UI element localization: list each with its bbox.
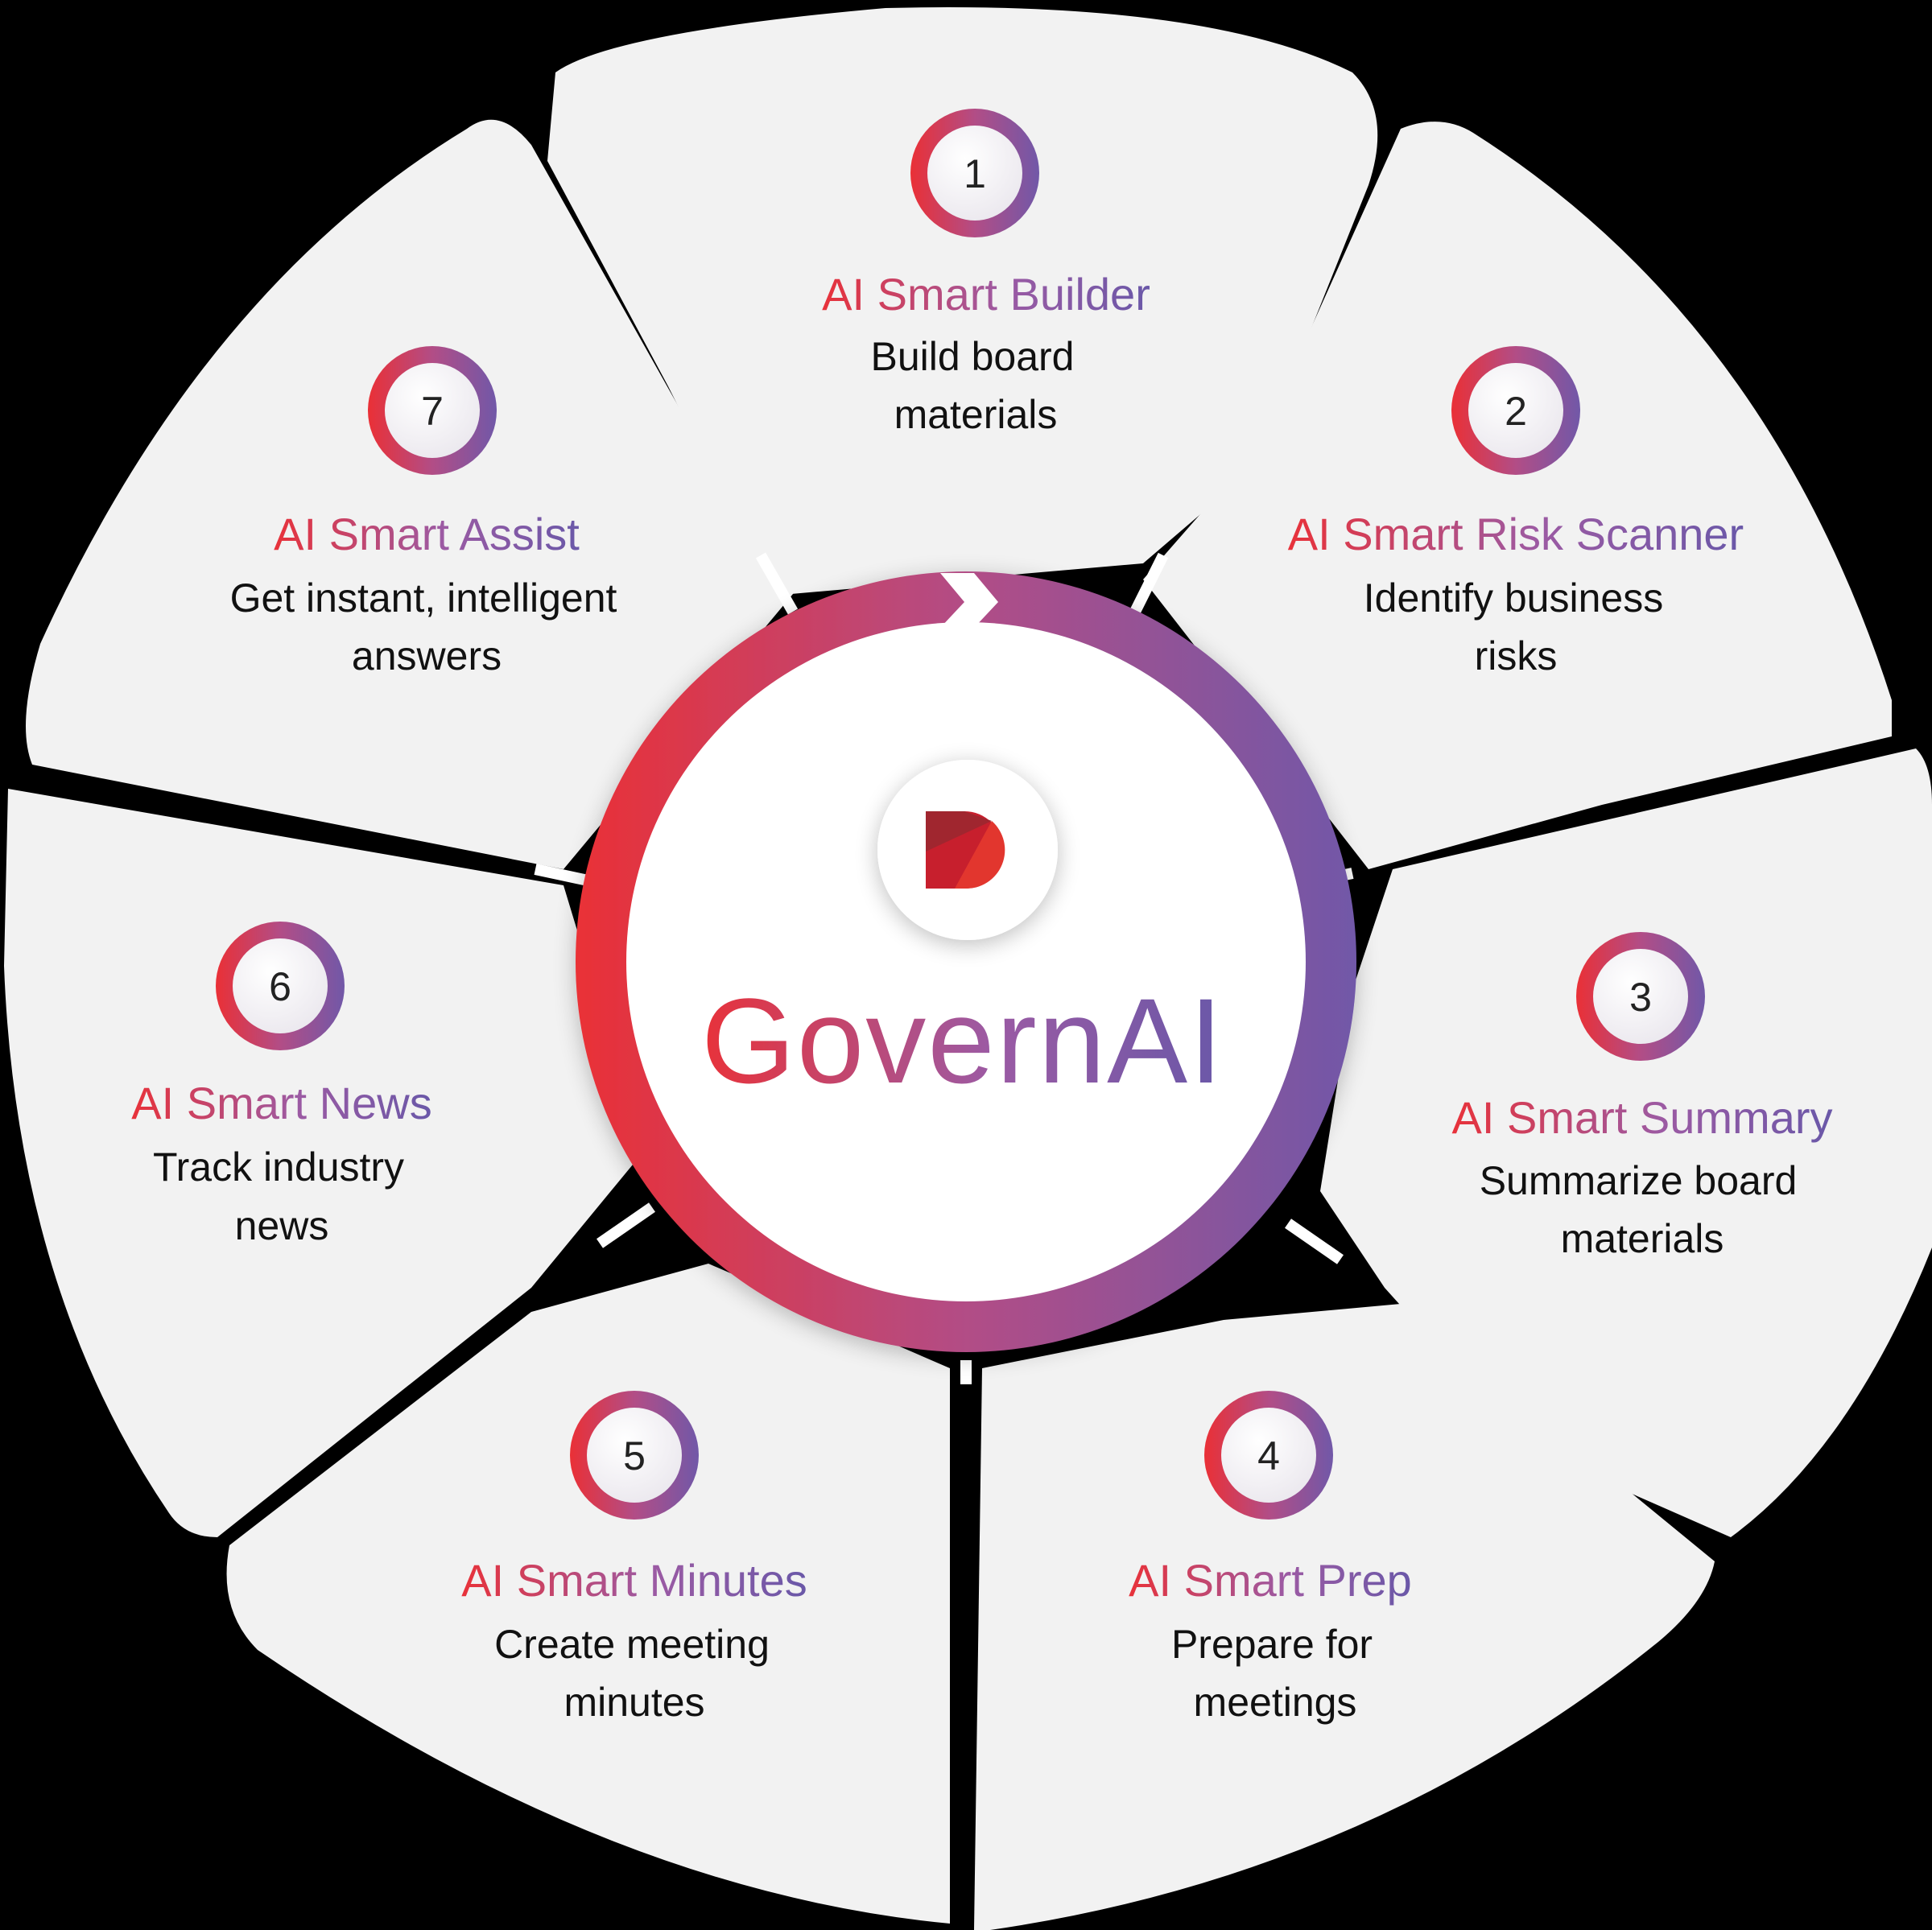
step-number: 7 bbox=[421, 389, 444, 434]
step-number: 1 bbox=[964, 151, 986, 196]
hub-face bbox=[626, 622, 1306, 1301]
step-number: 6 bbox=[269, 964, 291, 1009]
step-title: AI Smart Prep bbox=[1129, 1555, 1412, 1606]
step-description: news bbox=[235, 1203, 329, 1248]
step-6: 6 AI Smart News Track industry news bbox=[131, 922, 432, 1248]
step-badge-face bbox=[233, 938, 328, 1033]
step-description: Get instant, intelligent bbox=[230, 575, 617, 621]
step-description: Track industry bbox=[153, 1144, 404, 1190]
d-logo-icon bbox=[926, 811, 1005, 889]
step-3: 3 AI Smart Summary Summarize board mater… bbox=[1452, 932, 1833, 1261]
step-badge-face bbox=[385, 363, 480, 458]
segment-6 bbox=[4, 789, 644, 1537]
step-description: Prepare for bbox=[1171, 1622, 1373, 1667]
step-title: AI Smart Builder bbox=[822, 269, 1150, 320]
step-description: materials bbox=[894, 392, 1058, 437]
segment-4 bbox=[974, 1304, 1715, 1930]
step-title: AI Smart Summary bbox=[1452, 1092, 1833, 1143]
step-5: 5 AI Smart Minutes Create meeting minute… bbox=[461, 1391, 807, 1725]
ring-chevron-icon bbox=[940, 573, 998, 628]
step-badge-face bbox=[927, 126, 1022, 221]
step-number: 5 bbox=[623, 1433, 646, 1478]
step-4: 4 AI Smart Prep Prepare for meetings bbox=[1129, 1391, 1412, 1725]
step-2: 2 AI Smart Risk Scanner Identify busines… bbox=[1288, 346, 1744, 678]
segment-5 bbox=[226, 1264, 950, 1924]
step-title: AI Smart Minutes bbox=[461, 1555, 807, 1606]
step-number: 4 bbox=[1257, 1433, 1280, 1478]
step-title: AI Smart Assist bbox=[274, 509, 580, 559]
step-badge-face bbox=[1593, 949, 1688, 1044]
step-description: meetings bbox=[1194, 1680, 1357, 1725]
brand-title: GovernAI bbox=[701, 973, 1224, 1108]
segment-2 bbox=[1143, 122, 1892, 870]
step-description: Summarize board bbox=[1480, 1158, 1798, 1203]
step-number: 3 bbox=[1629, 975, 1652, 1020]
segment-1 bbox=[547, 7, 1378, 596]
segments bbox=[4, 7, 1932, 1930]
step-description: risks bbox=[1475, 633, 1558, 678]
step-badge-face bbox=[1221, 1408, 1316, 1503]
step-7: 7 AI Smart Assist Get instant, intellige… bbox=[230, 346, 617, 678]
segment-7 bbox=[26, 119, 805, 869]
step-description: answers bbox=[352, 633, 502, 678]
step-description: Create meeting bbox=[494, 1622, 770, 1667]
segment-3 bbox=[1320, 748, 1932, 1537]
step-description: Identify business bbox=[1364, 575, 1663, 621]
step-description: materials bbox=[1561, 1216, 1724, 1261]
step-title: AI Smart Risk Scanner bbox=[1288, 509, 1744, 559]
step-description: Build board bbox=[871, 334, 1075, 379]
step-title: AI Smart News bbox=[131, 1078, 431, 1128]
center-hub bbox=[576, 571, 1356, 1352]
step-description: minutes bbox=[564, 1680, 704, 1725]
step-number: 2 bbox=[1505, 389, 1527, 434]
step-badge-face bbox=[1468, 363, 1563, 458]
step-1: 1 AI Smart Builder Build board materials bbox=[822, 109, 1150, 437]
step-badge-face bbox=[587, 1408, 682, 1503]
